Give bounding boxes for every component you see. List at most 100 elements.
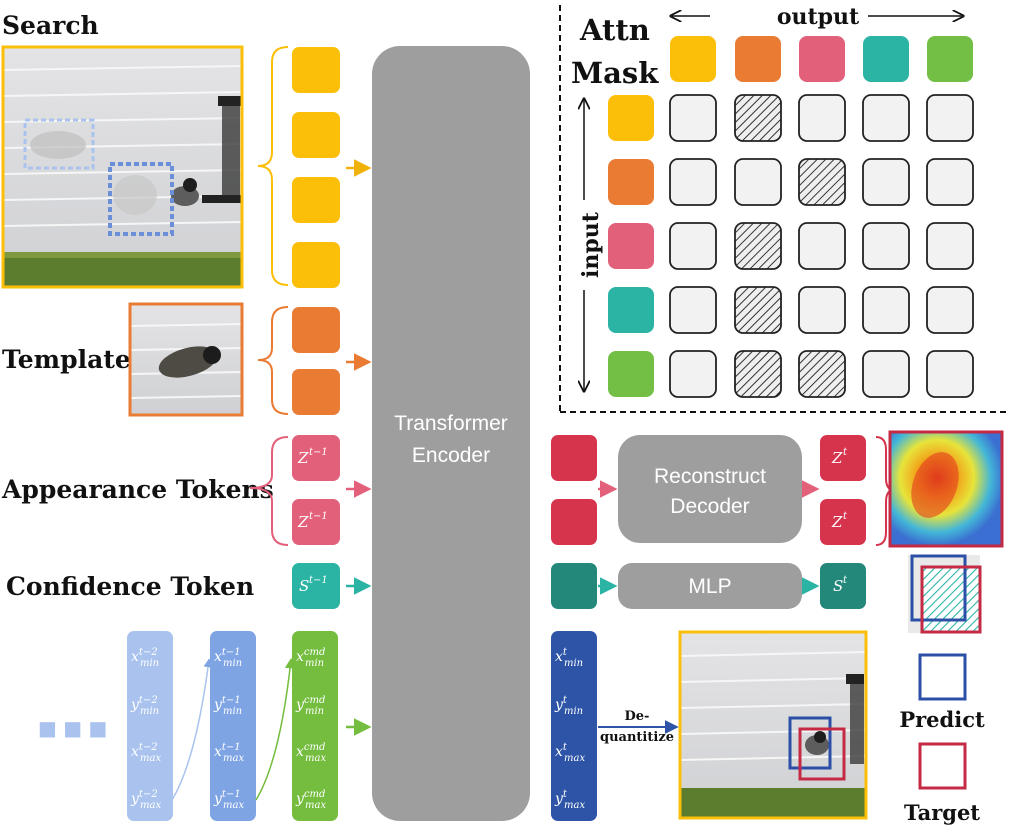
dequantize-label-line1: De- — [625, 709, 650, 724]
attn-cell-masked — [798, 158, 846, 206]
appearance-out-sup: t — [843, 511, 848, 522]
appearance-token-sup: t−1 — [309, 511, 328, 522]
attn-cell-open — [862, 158, 910, 206]
search-token — [292, 47, 340, 93]
attn-cell-open — [862, 94, 910, 142]
confidence-token-in: S t−1 — [292, 563, 340, 609]
attn-output-token — [799, 36, 845, 82]
coordinate-column-bg — [127, 631, 173, 821]
attn-cell-open — [862, 222, 910, 270]
transformer-label-line2: Encoder — [412, 444, 490, 467]
attn-input-token — [608, 223, 654, 269]
attn-mask-grid — [608, 36, 974, 398]
appearance-token-out: Z t — [820, 435, 866, 481]
attn-cell-masked — [734, 350, 782, 398]
search-brace — [257, 46, 289, 286]
mlp-label: MLP — [688, 575, 731, 598]
mlp-block: MLP — [618, 563, 802, 609]
confidence-token-out: S t — [820, 563, 866, 609]
coordinate-column-bg — [210, 631, 256, 821]
confidence-token-sup: t−1 — [309, 575, 328, 586]
attn-output-token — [863, 36, 909, 82]
history-arrow — [255, 657, 296, 801]
template-brace — [257, 306, 289, 415]
output-label: output — [777, 4, 860, 30]
appearance-brace — [249, 436, 289, 546]
attn-cell-open — [798, 286, 846, 334]
attn-cell-open — [669, 222, 717, 270]
attn-output-token — [670, 36, 716, 82]
template-token — [292, 369, 340, 415]
appearance-token-base: Z — [297, 449, 309, 467]
coordinate-column-bg — [292, 631, 338, 821]
attn-cell-masked — [734, 222, 782, 270]
attn-cell-open — [669, 286, 717, 334]
attn-cell-open — [669, 158, 717, 206]
attn-input-token — [608, 95, 654, 141]
appearance-tokens-label: Appearance Tokens — [1, 475, 274, 504]
target-legend-label: Target — [904, 800, 980, 825]
template-label: Template — [2, 345, 131, 374]
appearance-token-out: Z t — [820, 499, 866, 545]
appearance-token-in: Z t−1 — [292, 435, 340, 481]
appearance-out-base: Z — [831, 513, 843, 531]
attn-title-line1: Attn — [579, 13, 650, 47]
appearance-token-base: Z — [297, 513, 309, 531]
decoder-label-line1: Reconstruct — [654, 465, 766, 488]
appearance-token-sup: t−1 — [309, 447, 328, 458]
attn-cell-open — [926, 158, 974, 206]
attn-title-line2: Mask — [571, 56, 659, 90]
attn-cell-open — [926, 94, 974, 142]
attn-input-token — [608, 159, 654, 205]
appearance-feature — [551, 435, 597, 481]
coordinate-column-bg — [551, 631, 597, 821]
search-token — [292, 112, 340, 158]
attn-cell-open — [926, 350, 974, 398]
transformer-encoder: Transformer Encoder — [372, 46, 530, 821]
dequantize-label-line2: quantitize — [600, 730, 674, 745]
input-label: input — [578, 211, 604, 278]
search-image — [1, 45, 244, 289]
template-image — [128, 302, 244, 417]
confidence-out-sup: t — [843, 575, 848, 586]
confidence-overlap-illustration — [908, 554, 982, 634]
reconstruct-decoder: Reconstruct Decoder — [618, 435, 802, 543]
attn-cell-open — [734, 158, 782, 206]
attn-cell-open — [862, 286, 910, 334]
attn-cell-open — [926, 286, 974, 334]
search-label: Search — [2, 11, 99, 40]
attn-cell-open — [798, 94, 846, 142]
search-token — [292, 242, 340, 288]
appearance-out-base: Z — [831, 449, 843, 467]
predict-legend-label: Predict — [899, 707, 985, 732]
result-image — [678, 630, 868, 820]
appearance-feature — [551, 499, 597, 545]
history-arrow — [171, 658, 213, 801]
appearance-out-sup: t — [843, 447, 848, 458]
target-legend-box — [918, 742, 967, 790]
ellipsis: ■ ■ ■ — [38, 716, 107, 740]
search-tokens — [292, 47, 340, 288]
predict-legend-box — [918, 653, 967, 701]
attn-cell-open — [862, 350, 910, 398]
template-token — [292, 307, 340, 353]
confidence-out-base: S — [833, 577, 843, 595]
